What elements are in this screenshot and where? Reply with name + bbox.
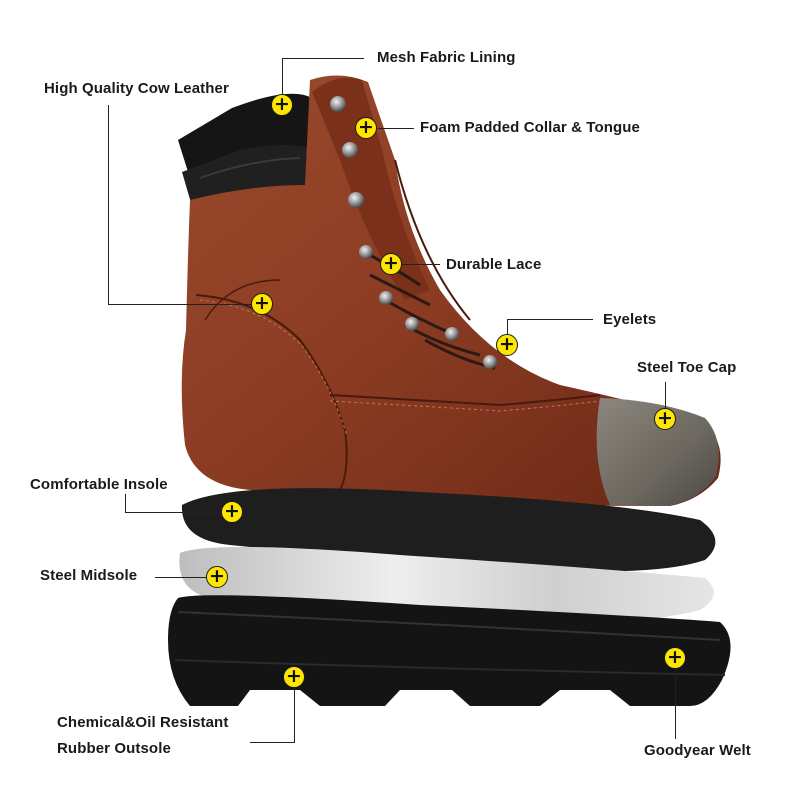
label-mesh-fabric-lining: Mesh Fabric Lining — [377, 49, 516, 66]
boot-upper — [181, 75, 721, 507]
label-outsole-line1: Chemical&Oil Resistant — [57, 714, 229, 731]
plus-glyph: + — [286, 664, 302, 687]
leader-line-insole — [125, 512, 221, 513]
plus-icon-toe[interactable]: + — [654, 408, 676, 430]
eyelets-hardware — [330, 96, 497, 369]
leader-line-collar — [378, 128, 414, 129]
label-eyelets: Eyelets — [603, 311, 657, 328]
plus-glyph: + — [254, 291, 270, 314]
toe-cap — [596, 398, 719, 506]
leader-line-mesh — [282, 58, 364, 59]
leader-line-leather-vertical — [108, 105, 109, 305]
plus-glyph: + — [224, 499, 240, 522]
label-cow-leather: High Quality Cow Leather — [44, 80, 229, 97]
plus-glyph: + — [667, 645, 683, 668]
leader-line-midsole — [155, 577, 207, 578]
leader-line-lace — [402, 264, 440, 265]
plus-glyph: + — [499, 332, 515, 355]
label-comfortable-insole: Comfortable Insole — [30, 476, 168, 493]
leader-line-insole-vertical — [125, 494, 126, 512]
plus-icon-leather[interactable]: + — [251, 293, 273, 315]
leader-line-outsole — [250, 742, 295, 743]
plus-icon-lace[interactable]: + — [380, 253, 402, 275]
rubber-outsole — [168, 595, 731, 706]
plus-icon-welt[interactable]: + — [664, 647, 686, 669]
leader-line-outsole-vertical — [294, 688, 295, 742]
leader-line-eyelets — [507, 319, 593, 320]
plus-glyph: + — [209, 564, 225, 587]
plus-glyph: + — [358, 115, 374, 138]
leader-line-eyelets-vertical — [507, 319, 508, 339]
plus-icon-midsole[interactable]: + — [206, 566, 228, 588]
leader-line-welt — [675, 738, 676, 739]
plus-glyph: + — [274, 92, 290, 115]
plus-icon-insole[interactable]: + — [221, 501, 243, 523]
plus-glyph: + — [657, 406, 673, 429]
label-steel-midsole: Steel Midsole — [40, 567, 138, 584]
plus-icon-collar[interactable]: + — [355, 117, 377, 139]
leader-line-welt-vertical — [675, 668, 676, 738]
label-collar-tongue: Foam Padded Collar & Tongue — [420, 119, 640, 136]
leader-line-leather — [108, 304, 254, 305]
leader-line-mesh-vertical — [282, 58, 283, 94]
label-outsole-line2: Rubber Outsole — [57, 740, 171, 757]
plus-glyph: + — [383, 251, 399, 274]
plus-icon-eyelets[interactable]: + — [496, 334, 518, 356]
plus-icon-mesh[interactable]: + — [271, 94, 293, 116]
leader-line-toe — [665, 382, 666, 408]
label-goodyear-welt: Goodyear Welt — [644, 742, 751, 759]
label-durable-lace: Durable Lace — [446, 256, 542, 273]
label-steel-toe-cap: Steel Toe Cap — [637, 359, 737, 376]
plus-icon-outsole[interactable]: + — [283, 666, 305, 688]
